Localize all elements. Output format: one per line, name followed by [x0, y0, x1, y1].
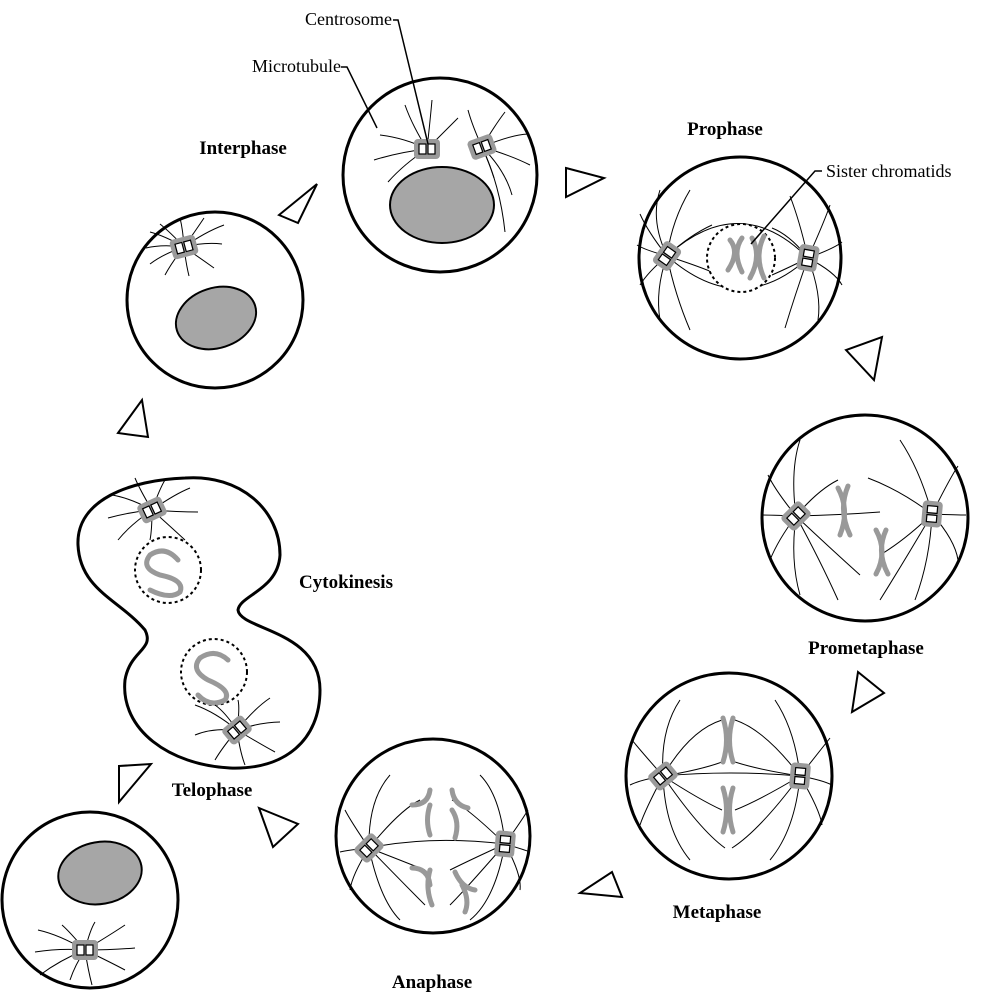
arrow-interphase-to-interphase: [279, 184, 317, 223]
cell-cytokinesis: [78, 478, 320, 768]
arrow-telophase-to-anaphase: [259, 808, 298, 847]
centrosome-right: [494, 830, 516, 858]
cell-prophase: [637, 157, 842, 359]
cell-interphase: [343, 78, 537, 272]
arrow-daughter-to-telophase: [119, 764, 151, 802]
metaphase-label: Metaphase: [673, 902, 762, 923]
telophase-label: Telophase: [172, 780, 253, 801]
centrosome-right: [921, 500, 943, 528]
anaphase-label: Anaphase: [392, 972, 472, 993]
cell-daughter: [2, 812, 178, 988]
arrow-prophase-to-prometaphase: [846, 337, 882, 380]
cell-interphase-early: [127, 212, 303, 388]
sister-chromatids-label: Sister chromatids: [826, 161, 951, 181]
arrow-prometaphase-to-metaphase: [852, 672, 884, 712]
arrow-interphase-to-prophase: [566, 168, 604, 197]
arrow-metaphase-to-anaphase: [580, 872, 622, 897]
cell-anaphase: [336, 739, 530, 933]
cell-metaphase: [626, 673, 832, 879]
arrow-cytokinesis-to-interphase: [118, 400, 148, 437]
prometaphase-label: Prometaphase: [808, 638, 924, 659]
centrosome-label: Centrosome: [305, 9, 392, 29]
interphase-label: Interphase: [199, 138, 287, 159]
nuclear-envelope-bottom: [181, 639, 247, 705]
cytokinesis-label: Cytokinesis: [299, 572, 393, 593]
centrosome-right: [789, 762, 811, 790]
cell-prometaphase: [762, 415, 968, 621]
cell-membrane: [78, 478, 320, 768]
prophase-label: Prophase: [687, 119, 763, 140]
microtubule-label: Microtubule: [252, 56, 341, 76]
nucleus: [390, 167, 494, 243]
centrosome: [72, 940, 98, 960]
